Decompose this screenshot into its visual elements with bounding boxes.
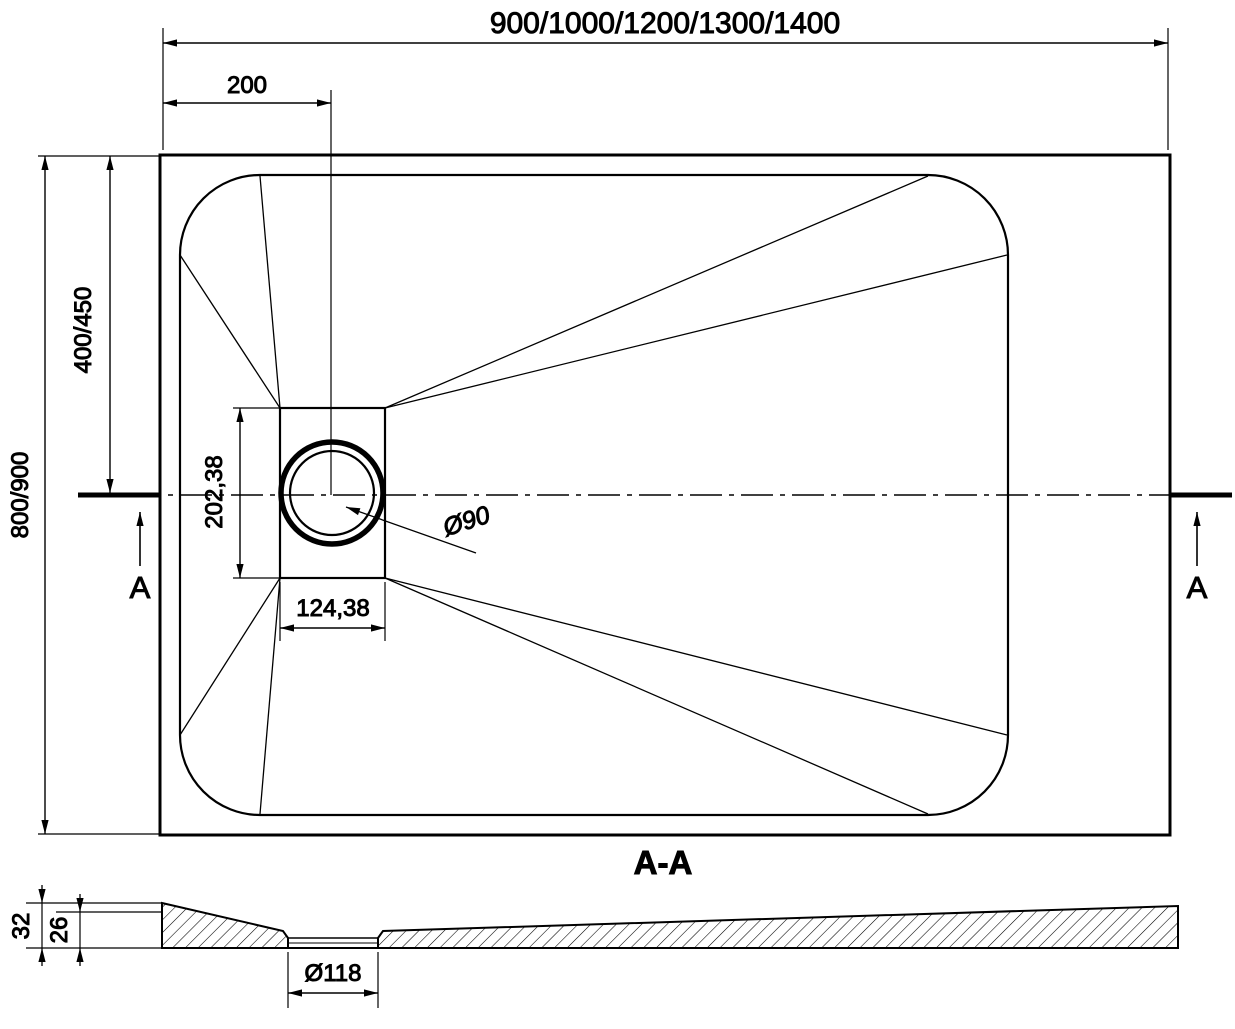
slope-line xyxy=(384,577,929,815)
section-profile-right xyxy=(377,904,1179,949)
top-view: 900/1000/1200/1300/1400 200 800/900 400/… xyxy=(7,7,1232,837)
leader-line-drain-diameter xyxy=(345,506,477,554)
section-view: A-A 32 26 Ø118 xyxy=(8,844,1179,1008)
section-title: A-A xyxy=(634,844,693,881)
total-thickness-dimension: 32 xyxy=(8,913,35,940)
rim-thickness-dimension: 26 xyxy=(46,917,73,944)
height-dimension: 800/900 xyxy=(7,452,34,539)
drain-inner-ring xyxy=(288,449,376,537)
slope-line xyxy=(384,175,929,409)
drain-plate xyxy=(278,406,387,580)
section-marker-left: A xyxy=(130,570,151,605)
drain-center-dimension: 400/450 xyxy=(70,287,97,374)
drain-box-height-dimension: 202,38 xyxy=(201,455,228,528)
section-profile-left xyxy=(161,901,289,949)
slope-line xyxy=(179,254,281,409)
slope-line xyxy=(179,577,281,736)
slope-line xyxy=(259,577,281,815)
drain-box-width-dimension: 124,38 xyxy=(296,595,369,622)
slope-line xyxy=(259,175,281,409)
slope-crease-lines xyxy=(179,175,1008,815)
width-dimension: 900/1000/1200/1300/1400 xyxy=(490,7,840,40)
drain-hole-dimension: Ø118 xyxy=(305,960,362,987)
slope-line xyxy=(384,577,1008,736)
drain-offset-dimension: 200 xyxy=(227,72,267,99)
drain-outer-ring xyxy=(278,439,386,547)
slope-line xyxy=(384,254,1008,409)
section-marker-right: A xyxy=(1187,570,1208,605)
